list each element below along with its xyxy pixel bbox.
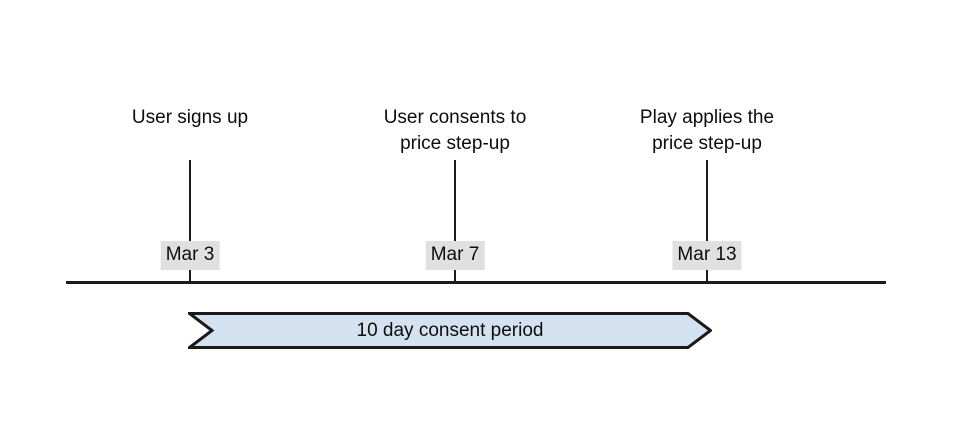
event-tick-2 [454,160,456,284]
event-label-2: User consents to price step-up [384,105,527,157]
event-date-3: Mar 13 [672,241,742,270]
event-label-3-line-1: Play applies the [639,107,775,128]
event-label-1-line-1: User signs up [131,107,249,128]
event-tick-3 [706,160,708,284]
event-date-2: Mar 7 [425,241,485,270]
consent-period-banner: 10 day consent period [188,312,712,349]
event-tick-1 [189,160,191,284]
event-date-1: Mar 3 [160,241,220,270]
timeline-axis [66,281,886,284]
consent-period-arrow-shape [188,312,712,349]
event-label-1: User signs up [132,105,248,131]
event-label-2-line-1: User consents to [383,107,527,128]
consent-period-label: 10 day consent period [356,319,544,341]
event-label-3: Play applies the price step-up [640,105,774,157]
event-label-2-line-2: price step-up [400,133,510,154]
event-label-3-line-2: price step-up [652,133,762,154]
